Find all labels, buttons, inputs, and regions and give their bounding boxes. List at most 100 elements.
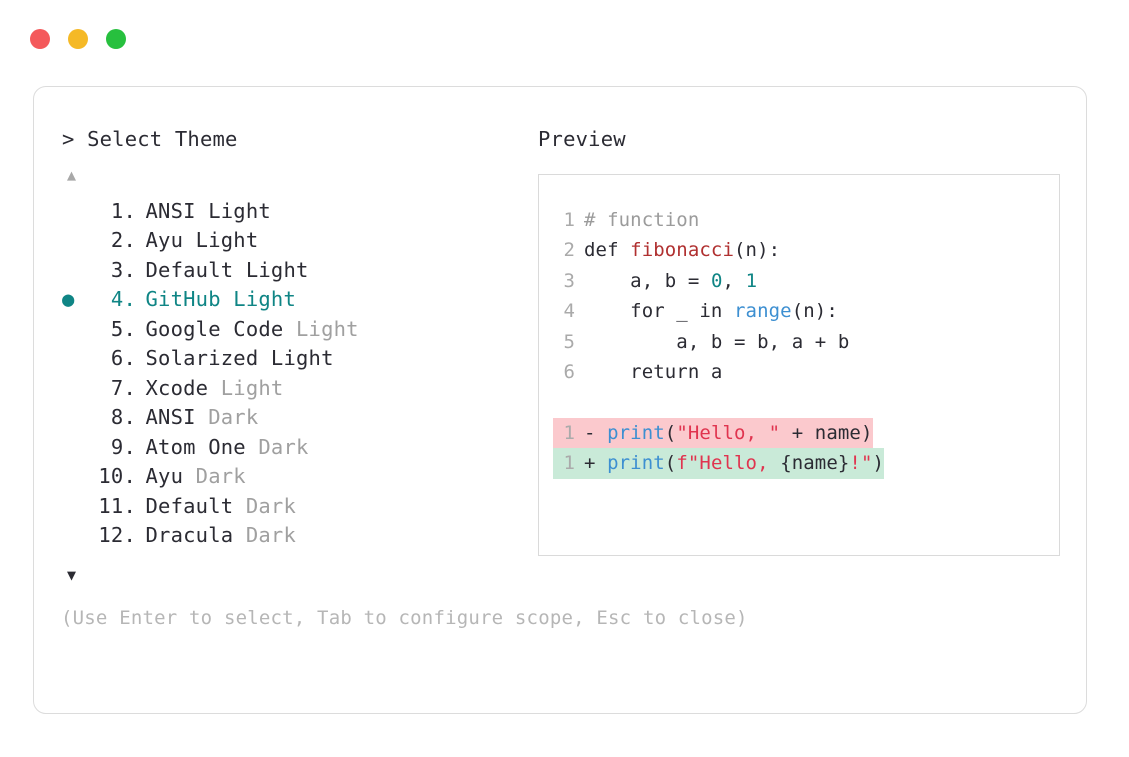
code-token-plain: def xyxy=(584,239,631,261)
preview-heading: Preview xyxy=(538,127,626,151)
theme-item-name: Solarized xyxy=(145,346,259,370)
theme-item-variant: Light xyxy=(220,287,297,311)
code-token-plain: (n): xyxy=(791,300,838,322)
theme-item-index: 6. xyxy=(110,346,136,370)
theme-item-variant: Light xyxy=(283,316,359,341)
theme-item-variant: Dark xyxy=(245,434,309,459)
code-token-plain: ) xyxy=(872,452,885,474)
theme-item-index: 1. xyxy=(110,198,136,223)
window-close-dot[interactable] xyxy=(30,29,50,49)
window-maximize-dot[interactable] xyxy=(106,29,126,49)
theme-item-name: Ayu xyxy=(145,228,184,252)
code-line-number: 2 xyxy=(563,239,575,261)
theme-item-index: 7. xyxy=(110,375,136,400)
theme-list-item[interactable]: ● 4. GitHub Light xyxy=(62,285,524,315)
code-token-string: "Hello, " xyxy=(676,421,781,444)
code-line: 6 return a xyxy=(553,357,1059,388)
code-line: 5 a, b = b, a + b xyxy=(553,327,1059,358)
theme-list-item[interactable]: 11. Default Dark xyxy=(62,492,524,522)
code-token-plain: + name) xyxy=(780,421,873,444)
theme-item-name: GitHub xyxy=(145,287,221,311)
code-token-comment: # function xyxy=(584,208,700,231)
theme-list-item[interactable]: 5.Google Code Light xyxy=(62,315,524,345)
diff-line-row: 1- print("Hello, " + name) xyxy=(553,417,1059,448)
code-token-string: f"Hello, xyxy=(676,452,781,474)
theme-item-variant: Light xyxy=(233,257,309,282)
theme-item-index: 2. xyxy=(110,228,136,252)
theme-item-variant: Light xyxy=(208,375,284,400)
code-line: 3 a, b = 0, 1 xyxy=(553,266,1059,297)
theme-item-variant: Dark xyxy=(183,464,246,488)
theme-item-index: 12. xyxy=(98,523,136,547)
theme-list[interactable]: 1. ANSI Light 2. Ayu Light 3. Default Light ● 4… xyxy=(62,197,524,551)
code-token-plain: , xyxy=(722,269,746,292)
theme-list-item[interactable]: 2. Ayu Light xyxy=(62,226,524,256)
theme-item-index: 4. xyxy=(110,287,136,311)
theme-item-name: Ayu xyxy=(145,464,184,488)
theme-item-name: Default xyxy=(145,257,234,282)
theme-list-item[interactable]: 3. Default Light xyxy=(62,256,524,286)
theme-item-name: ANSI xyxy=(145,198,196,223)
theme-item-index: 11. xyxy=(98,493,136,518)
code-token-func: fibonacci xyxy=(630,239,735,261)
theme-item-name: Atom One xyxy=(145,434,246,459)
theme-item-variant: Light xyxy=(258,346,334,370)
diff-removed-line: 1- print("Hello, " + name) xyxy=(553,417,873,448)
code-token-plain: a, b = xyxy=(584,269,711,292)
code-spacer xyxy=(553,388,1059,418)
diff-line-number: 1 xyxy=(563,452,575,474)
code-token-builtin: range xyxy=(734,300,792,322)
theme-item-index: 3. xyxy=(110,257,136,282)
keyboard-hint: (Use Enter to select, Tab to configure s… xyxy=(61,606,748,629)
code-token-num: 0 xyxy=(710,269,723,292)
theme-item-index: 9. xyxy=(110,434,136,459)
theme-selector-column: > Select Theme ▲ 1. ANSI Light 2. Ayu Light… xyxy=(34,129,524,583)
code-token-string: ! xyxy=(849,452,861,474)
theme-item-variant: Dark xyxy=(195,405,259,429)
scroll-down-arrow-icon[interactable]: ▼ xyxy=(67,565,77,584)
scroll-up-arrow-icon[interactable]: ▲ xyxy=(67,165,77,184)
code-token-plain: ( xyxy=(664,452,677,474)
code-line-number: 5 xyxy=(563,330,575,353)
theme-list-item[interactable]: 12.Dracula Dark xyxy=(62,521,524,551)
theme-picker-panel: > Select Theme ▲ 1. ANSI Light 2. Ayu Light… xyxy=(33,86,1087,714)
window-minimize-dot[interactable] xyxy=(68,29,88,49)
code-line-number: 4 xyxy=(563,300,575,322)
select-theme-prompt: > Select Theme xyxy=(62,127,238,151)
window-titlebar xyxy=(30,29,126,49)
theme-list-item[interactable]: 6. Solarized Light xyxy=(62,344,524,374)
code-token-plain: return a xyxy=(584,361,723,383)
code-token-string: " xyxy=(860,452,873,474)
diff-line-number: 1 xyxy=(563,421,575,444)
code-token-plain: ( xyxy=(664,421,677,444)
theme-item-name: ANSI xyxy=(145,405,196,429)
theme-item-name: Google Code xyxy=(145,316,284,341)
code-token-plain: a, b = b, a + b xyxy=(584,330,850,353)
theme-list-item[interactable]: 9. Atom One Dark xyxy=(62,433,524,463)
diff-added-line: 1 + print(f"Hello, {name}!") xyxy=(553,448,885,479)
code-token-plain: (n): xyxy=(734,239,781,261)
diff-line-row: 1 + print(f"Hello, {name}!") xyxy=(553,448,1059,479)
code-line-number: 1 xyxy=(563,208,575,231)
theme-list-item[interactable]: 1.ANSI Light xyxy=(62,197,524,227)
code-line-number: 6 xyxy=(563,361,575,383)
theme-list-item[interactable]: 10.Ayu Dark xyxy=(62,462,524,492)
code-line: 1 # function xyxy=(553,205,1059,236)
code-line-number: 3 xyxy=(563,269,575,292)
theme-list-item[interactable]: 7.Xcode Light xyxy=(62,374,524,404)
diff-plus-marker: + xyxy=(584,452,608,474)
code-token-builtin: print xyxy=(607,421,665,444)
theme-item-variant: Light xyxy=(183,228,259,252)
code-token-interp: {name} xyxy=(780,452,850,474)
code-token-builtin: print xyxy=(607,452,665,474)
theme-item-name: Default xyxy=(145,493,234,518)
theme-item-variant: Dark xyxy=(233,493,297,518)
theme-item-index: 8. xyxy=(110,405,136,429)
theme-list-item[interactable]: 8. ANSI Dark xyxy=(62,403,524,433)
selected-bullet-icon: ● xyxy=(62,287,75,311)
code-line: 4 for _ in range(n): xyxy=(553,296,1059,327)
